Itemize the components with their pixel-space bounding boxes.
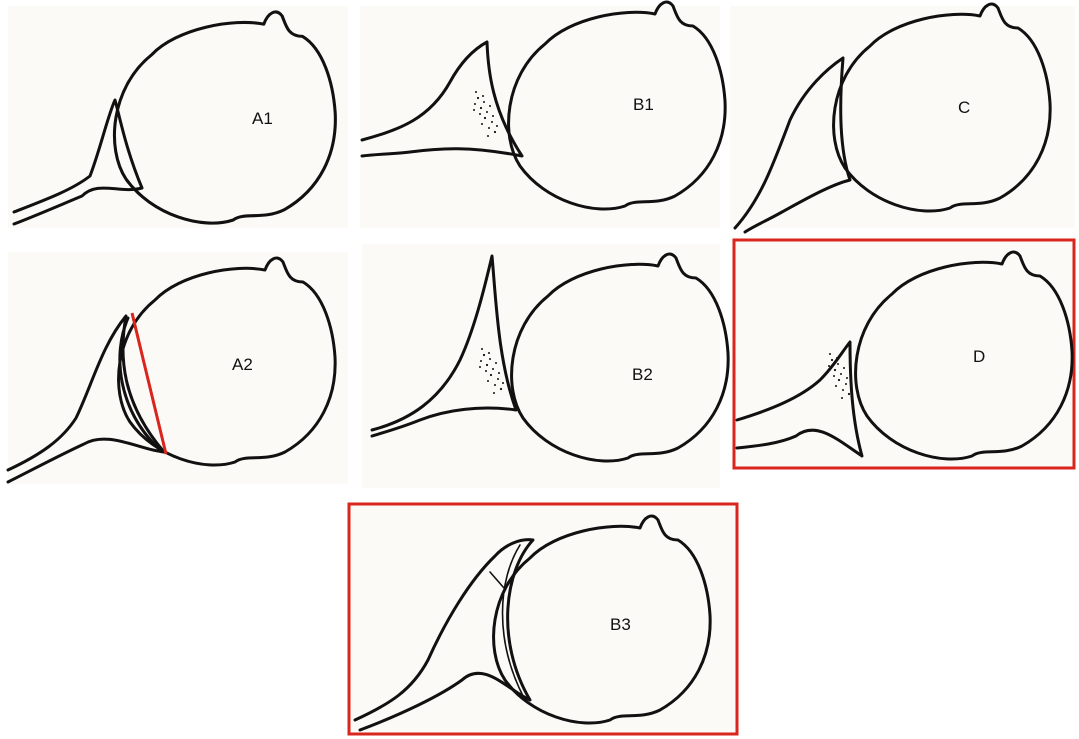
panel-d-label: D <box>973 347 985 366</box>
panel-b1-label: B1 <box>633 95 654 114</box>
panel-a1-label: A1 <box>252 109 273 128</box>
panel-c: C <box>730 4 1075 232</box>
panel-b2-label: B2 <box>632 365 653 384</box>
panel-b3: B3 <box>349 504 737 734</box>
panel-c-background <box>730 6 1075 228</box>
panel-a1: A1 <box>8 6 348 228</box>
panel-a2-label: A2 <box>232 355 253 374</box>
panel-a2: A2 <box>8 252 348 484</box>
panel-d-frame <box>734 240 1074 468</box>
panel-d: D <box>734 240 1074 468</box>
panel-b3-label: B3 <box>610 615 631 634</box>
panel-b2: B2 <box>362 244 728 488</box>
panel-b1-background <box>360 6 720 228</box>
panel-b3-frame <box>349 504 737 734</box>
panel-a2-background <box>8 252 348 484</box>
panel-c-label: C <box>958 98 970 117</box>
panel-b1: B1 <box>360 2 725 228</box>
